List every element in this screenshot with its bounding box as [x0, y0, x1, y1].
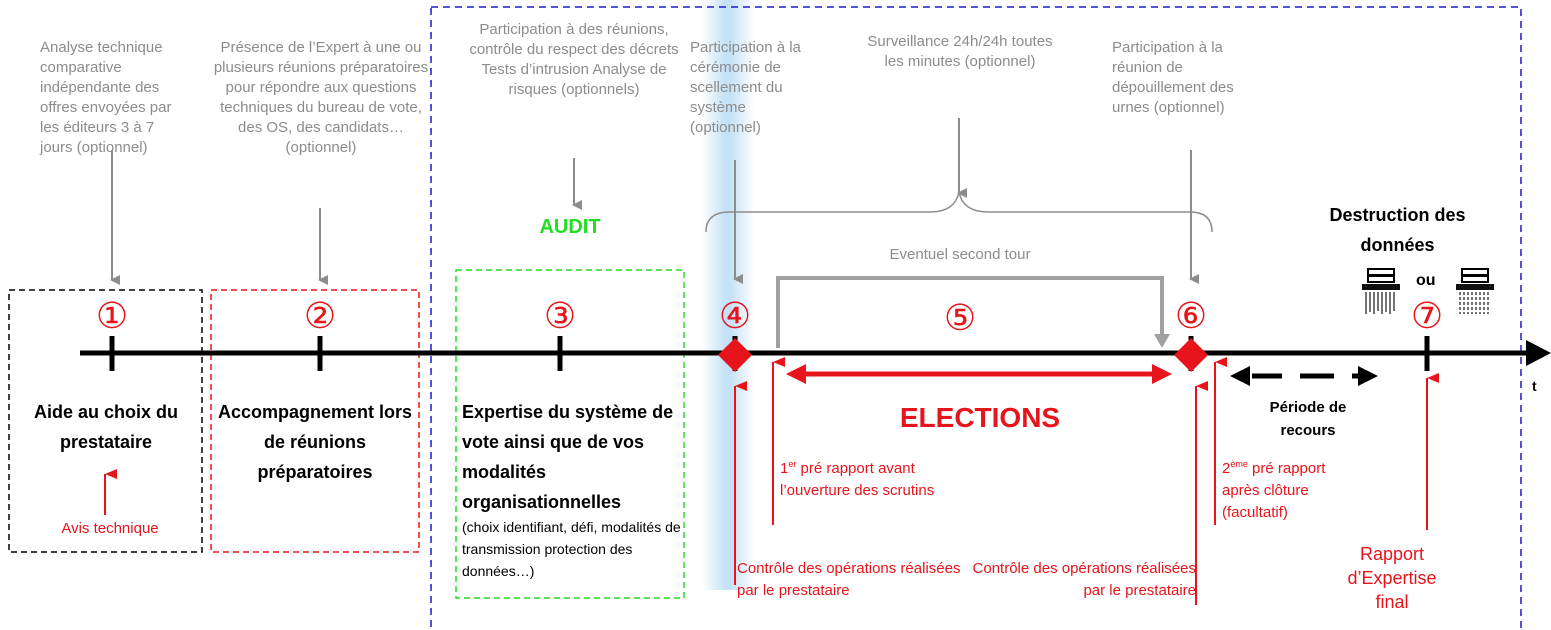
step-3: ③	[543, 295, 577, 336]
diamond-6	[1174, 338, 1208, 372]
diamond-4	[718, 338, 752, 372]
shredder-cross-cut-icon	[1454, 268, 1496, 318]
rapport-final: Rapport d’Expertise final	[1347, 544, 1437, 612]
step-5: ⑤	[943, 297, 977, 338]
box3-detail: (choix identifiant, défi, modalités de t…	[462, 519, 681, 579]
step-6: ⑥	[1174, 295, 1208, 336]
step-4: ④	[718, 295, 752, 336]
periode-recours: Période de recours	[1269, 399, 1347, 439]
box2-title: Accompagnement lors de réunions préparat…	[217, 402, 413, 482]
avis-technique: Avis technique	[61, 520, 159, 537]
pre-rapport-1: 1er pré rapport avant l’ouverture des sc…	[780, 459, 935, 500]
step-1: ①	[95, 295, 129, 336]
controle-2: Contrôle des opérations réalisées par le…	[972, 560, 1196, 599]
audit-frame	[430, 6, 1522, 630]
box3-title: Expertise du système de vote ainsi que d…	[462, 402, 674, 512]
box1-frame	[8, 289, 203, 553]
audit-label: AUDIT	[539, 216, 601, 238]
box2-frame	[210, 289, 420, 553]
destruction-label: Destruction des données	[1329, 205, 1466, 255]
note-2: Présence de l’Expert à une ou plusieurs …	[213, 39, 429, 156]
note-5: Surveillance 24h/24h toutes les minutes …	[867, 33, 1053, 70]
brace	[705, 191, 1213, 233]
box3-frame	[455, 269, 685, 599]
second-tour-label: Eventuel second tour	[889, 246, 1031, 263]
shredder-icon	[1360, 268, 1402, 318]
t-axis-label: t	[1532, 378, 1537, 394]
box1-title: Aide au choix du prestataire	[33, 402, 179, 452]
note-3: Participation à des réunions, contrôle d…	[469, 21, 679, 98]
ou-label: ou	[1416, 272, 1436, 289]
step-7: ⑦	[1410, 295, 1444, 336]
note-1: Analyse technique comparative indépendan…	[40, 39, 172, 156]
note-6: Participation à la réunion de dépouillem…	[1112, 39, 1234, 116]
controle-1: Contrôle des opérations réalisées par le…	[737, 560, 961, 599]
highlight-band	[702, 0, 754, 590]
step-2: ②	[303, 295, 337, 336]
note-4: Participation à la cérémonie de scelleme…	[690, 39, 801, 136]
elections-label: ELECTIONS	[899, 402, 1061, 433]
pre-rapport-2: 2ème pré rapport après clôture (facultat…	[1222, 459, 1326, 522]
